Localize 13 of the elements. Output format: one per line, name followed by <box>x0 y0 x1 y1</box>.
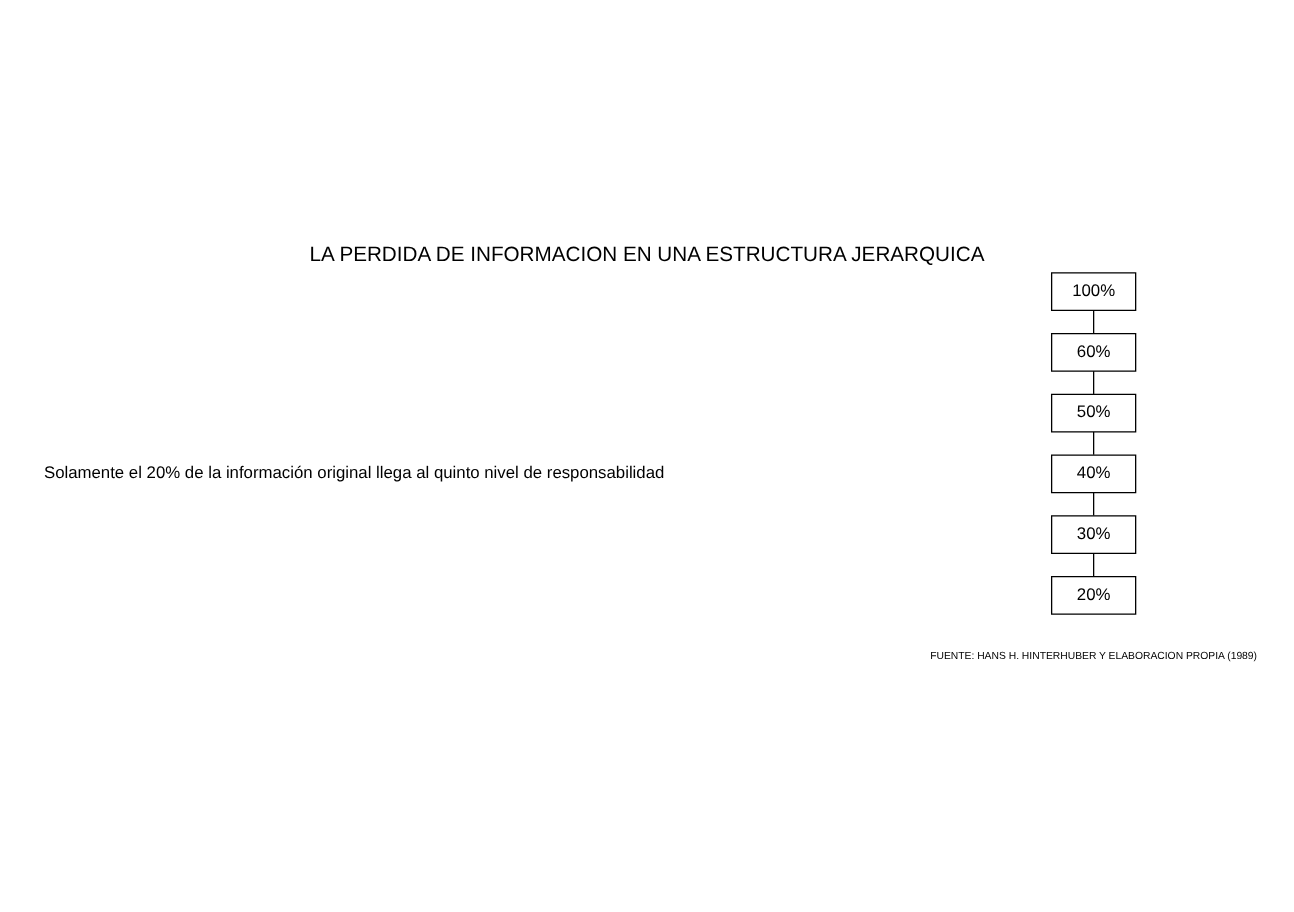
node-box: 100% <box>1051 271 1137 310</box>
diagram-title: LA PERDIDA DE INFORMACION EN UNA ESTRUCTURA JERARQUICA <box>309 243 985 266</box>
node-box: 60% <box>1051 331 1137 371</box>
node-box: 40% <box>1051 453 1137 493</box>
node-box: 30% <box>1051 514 1137 553</box>
connector <box>1093 551 1095 576</box>
label: Solamente el 20% de la información original llega al quinto nivel de responsabilidad <box>44 461 665 482</box>
connector <box>1093 430 1095 455</box>
node-box: 50% <box>1051 392 1137 432</box>
connector <box>1093 491 1095 516</box>
node-box: 20% <box>1051 574 1137 614</box>
connector <box>1093 369 1095 394</box>
connector <box>1093 308 1095 333</box>
